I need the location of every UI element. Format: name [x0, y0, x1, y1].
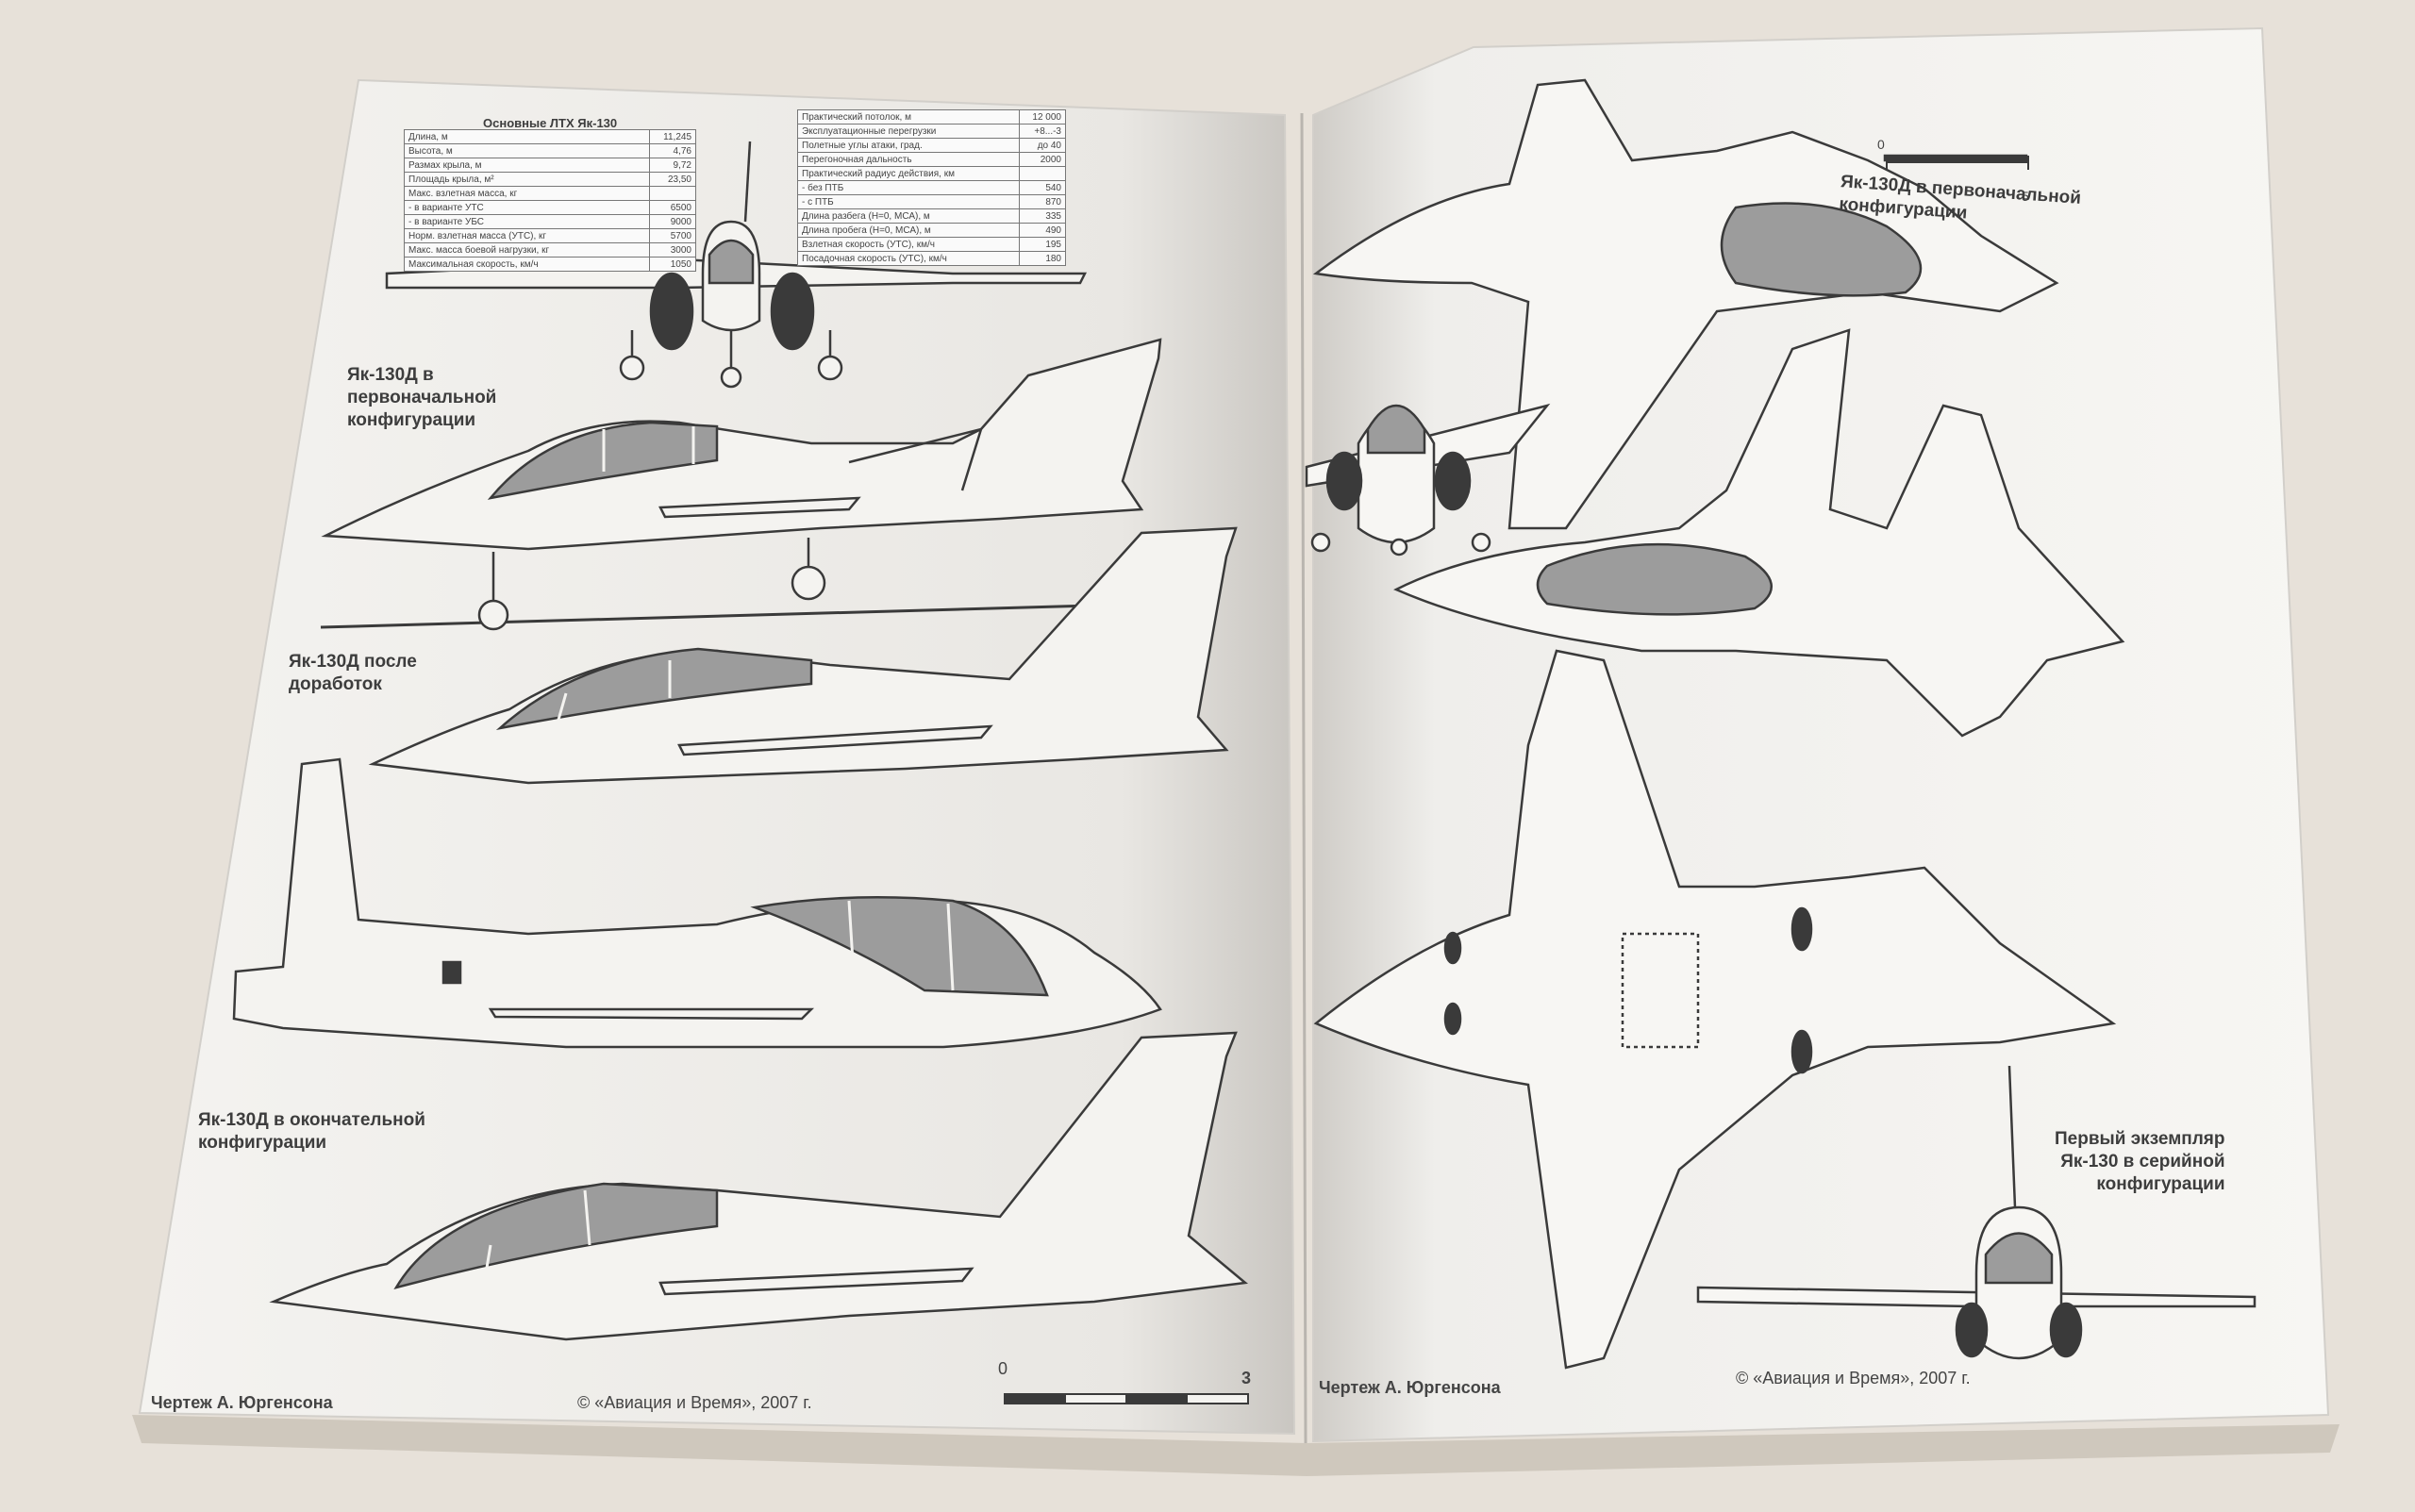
left-scale-zero: 0 [998, 1359, 1008, 1378]
table-row: Макс. взлетная масса, кг [404, 186, 696, 201]
left-scale-bar [1004, 1393, 1249, 1404]
plan-view-middle [1393, 328, 2125, 738]
left-credit: Чертеж А. Юргенсона [151, 1393, 333, 1412]
caption-final-config: Як-130Д в окончательной конфигурации [198, 1110, 425, 1153]
page-number: 3 [1241, 1369, 1252, 1387]
caption-after-modifications: Як-130Д после доработок [289, 652, 417, 694]
right-scale-zero: 0 [1877, 137, 1885, 152]
side-view-initial [320, 338, 1162, 631]
table-row: Практический радиус действия, км [797, 166, 1066, 181]
table-row: Эксплуатационные перегрузки+8...-3 [797, 124, 1066, 139]
front-view-serial [1696, 1065, 2257, 1360]
right-credit: Чертеж А. Юргенсона [1319, 1378, 1501, 1397]
side-view-mid [232, 757, 1162, 1049]
plan-view-bottom [1313, 649, 2117, 1370]
caption-serial-config: Первый экземпляр Як-130 в серийной конфи… [2055, 1129, 2225, 1194]
front-view-initial [385, 141, 1088, 389]
left-copyright: © «Авиация и Время», 2007 г. [577, 1393, 812, 1412]
side-view-final [269, 1031, 1249, 1341]
right-copyright: © «Авиация и Время», 2007 г. [1736, 1369, 1971, 1387]
table-row: Полетные углы атаки, град.до 40 [797, 138, 1066, 153]
specs-table-title: Основные ЛТХ Як-130 [483, 116, 618, 130]
plan-view-top [1312, 78, 2059, 530]
caption-initial-config: Як-130Д в первоначальной конфигурации [347, 365, 497, 430]
right-scale-end: 5 [2022, 189, 2029, 204]
side-view-after [368, 526, 1238, 785]
front-view-right [1305, 403, 1551, 557]
right-scale-bar [1886, 156, 2029, 170]
